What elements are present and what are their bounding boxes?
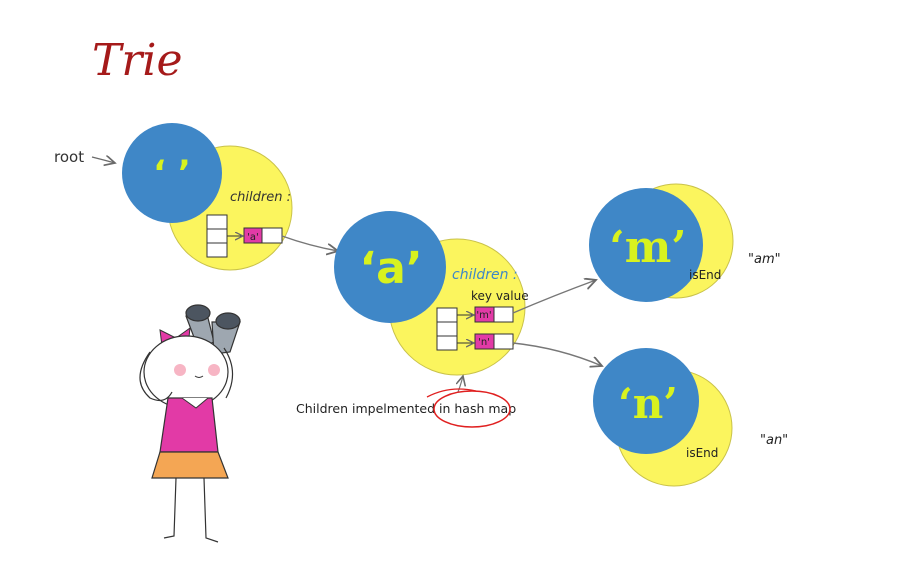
node-a-children-label: children :: [452, 267, 518, 283]
node-n-char: ‘n’: [618, 379, 678, 428]
node-a: ‘a’ children : key value 'm' 'n': [334, 211, 529, 375]
root-value-cell: [262, 228, 282, 243]
root-key-a: 'a': [247, 232, 259, 243]
root-arrow: [92, 157, 115, 163]
root-table-cell: [207, 243, 227, 257]
hash-map-strike: [427, 389, 476, 397]
node-a-value-cell-m: [494, 307, 513, 322]
node-m-isend: isEnd: [689, 268, 721, 282]
node-n-isend: isEnd: [686, 446, 718, 460]
hash-map-note: Children impelmented in hash map: [296, 401, 516, 416]
root-label: root: [54, 148, 84, 166]
diagram-title: Trie: [92, 35, 183, 86]
girl-illustration: [140, 305, 240, 542]
node-a-table-cell: [437, 336, 457, 350]
node-a-value-cell-n: [494, 334, 513, 349]
root-table-cell: [207, 215, 227, 229]
node-a-table-cell: [437, 322, 457, 336]
node-a-key-value-label: key value: [471, 289, 529, 303]
root-char: ‘ ’: [153, 153, 191, 193]
node-m-word: "am": [748, 252, 781, 267]
node-m: ‘m’ isEnd "am": [589, 184, 781, 302]
node-a-char: ‘a’: [359, 243, 422, 294]
node-a-key-n: 'n': [478, 337, 490, 348]
node-n-word: "an": [760, 433, 788, 448]
node-m-char: ‘m’: [609, 222, 686, 273]
node-a-key-m: 'm': [476, 310, 491, 321]
edge-root-to-a: [282, 236, 338, 251]
node-a-table-cell: [437, 308, 457, 322]
root-node: ‘ ’ children : 'a': [122, 123, 292, 270]
root-children-label: children :: [230, 190, 291, 205]
node-n: ‘n’ isEnd "an": [593, 348, 788, 486]
edge-a-to-n: [513, 343, 602, 366]
root-table-cell: [207, 229, 227, 243]
